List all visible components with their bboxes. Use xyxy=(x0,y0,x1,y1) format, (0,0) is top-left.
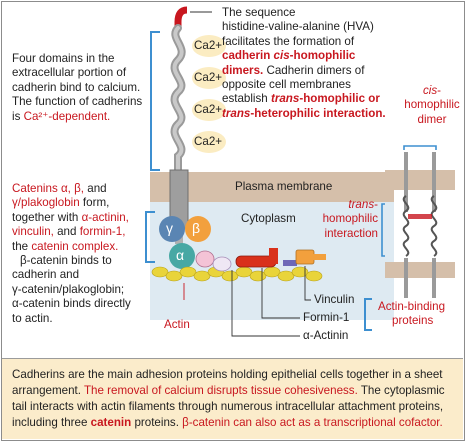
cis-dimer-label: cis- homophilic dimer xyxy=(404,84,460,126)
alpha-letter: α xyxy=(176,247,185,263)
actinin-leader xyxy=(231,270,300,337)
calcium-ion-4 xyxy=(192,131,226,153)
calcium-label-3: Ca2+ xyxy=(194,103,223,116)
catenin-bracket xyxy=(145,211,155,263)
gamma-catenin xyxy=(159,216,185,242)
beta-letter: β xyxy=(192,220,201,236)
hva-note: The sequence histidine-valine-alanine (H… xyxy=(222,6,386,120)
catenins-text: Catenins α, β, and γ/plakoglobin form, t… xyxy=(12,182,131,325)
trans-interaction-marker xyxy=(408,214,432,219)
vinculin-label: Vinculin xyxy=(314,293,355,306)
calcium-label-4: Ca2+ xyxy=(194,135,223,148)
plasma-membrane-label: Plasma membrane xyxy=(235,180,333,193)
trans-bracket xyxy=(381,203,385,257)
actin-binding-bracket xyxy=(364,298,372,331)
lower-cadherin-left xyxy=(404,258,408,298)
calcium-ion-1 xyxy=(192,35,226,57)
alpha-actinin-protein xyxy=(283,260,297,266)
vinculin-protein xyxy=(295,249,315,265)
calcium-label-2: Ca2+ xyxy=(194,71,223,84)
formin-1-cap xyxy=(269,248,278,264)
calcium-label-1: Ca2+ xyxy=(194,39,223,52)
calcium-ion-3 xyxy=(192,99,226,121)
actin-binding-label: Actin-binding proteins xyxy=(378,300,446,328)
beta-catenin xyxy=(185,216,211,242)
cadherin-highlight xyxy=(172,26,184,174)
cis-dimer-top xyxy=(404,152,436,212)
trans-dimer-right xyxy=(430,195,438,257)
plasma-membrane-band xyxy=(150,172,394,202)
lower-membrane xyxy=(385,262,455,278)
vinculin-leader xyxy=(304,266,311,301)
trans-interaction-label: trans- homophilic interaction xyxy=(322,198,378,240)
trans-dimer-left xyxy=(402,195,410,257)
formin-blob xyxy=(195,250,215,268)
actinin-label: α-Actinin xyxy=(303,329,349,342)
calcium-ion-2 xyxy=(192,67,226,89)
lower-cadherin-right xyxy=(432,258,436,298)
vinculin-tail xyxy=(312,254,326,260)
formin-label: Formin-1 xyxy=(303,311,350,324)
actin-filament xyxy=(151,266,323,282)
cis-bracket xyxy=(403,145,437,150)
formin-leader xyxy=(261,268,300,319)
gamma-letter: γ xyxy=(166,220,173,236)
alpha-catenin xyxy=(169,243,195,269)
cytoplasm-label: Cytoplasm xyxy=(241,212,296,225)
actin-label: Actin xyxy=(164,318,190,331)
left-intro-text: Four domains in the extracellular portio… xyxy=(12,52,143,123)
calcium-bracket xyxy=(150,31,160,171)
hva-sequence-marker xyxy=(174,6,188,28)
small-protein xyxy=(212,256,232,272)
figure-caption: Cadherins are the main adhesion proteins… xyxy=(2,358,463,439)
upper-membrane xyxy=(385,170,455,190)
